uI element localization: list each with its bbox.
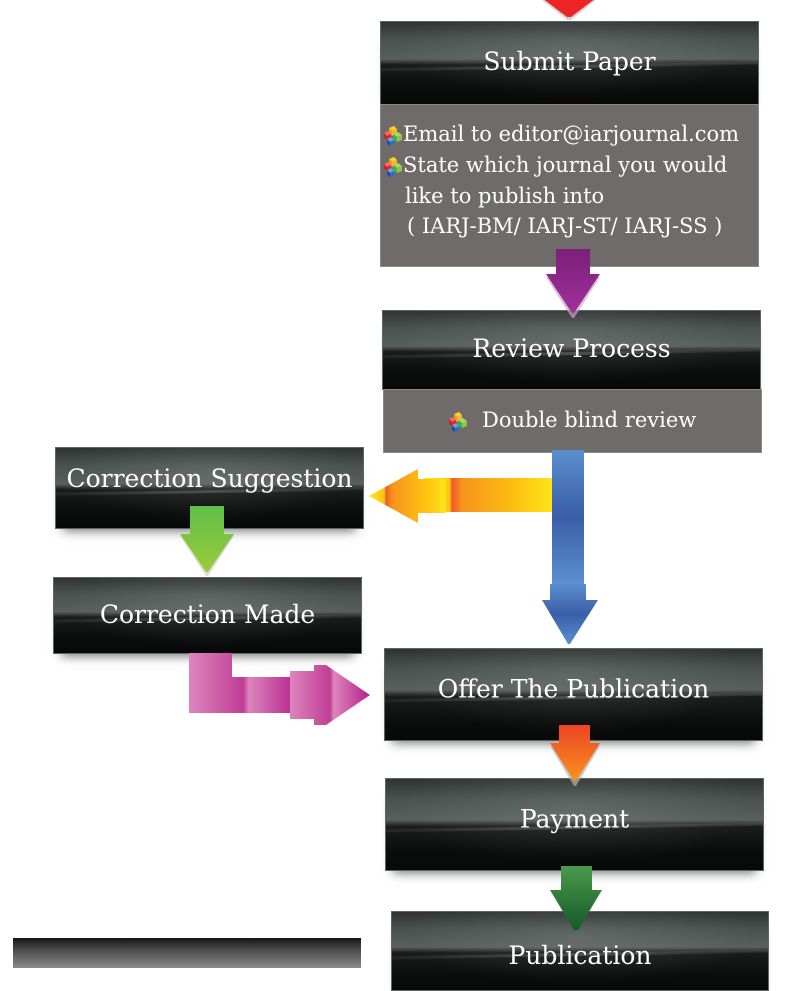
review-process-details: Double blind review	[383, 389, 762, 453]
step-payment: Payment	[385, 778, 764, 871]
arrow-review-to-correction-suggestion	[369, 469, 552, 523]
bullet-text-continued: ( IARJ-BM/ IARJ-ST/ IARJ-SS )	[407, 214, 723, 238]
step-correction-made: Correction Made	[53, 577, 362, 654]
arrow-review-to-offer	[542, 450, 598, 644]
bullet-text: Double blind review	[482, 408, 697, 432]
step-title: Submit Paper	[483, 46, 656, 76]
step-title: Correction Made	[99, 599, 316, 629]
bullet-item: Double blind review	[448, 408, 696, 432]
submit-paper-details: Email to editor@iarjournal.com State whi…	[380, 104, 759, 267]
arrow-into-submit	[542, 0, 596, 20]
bullet-text: Email to editor@iarjournal.com	[403, 122, 740, 146]
bullet-text-continued: like to publish into	[405, 184, 605, 208]
bullet-item: State which journal you would	[383, 153, 727, 177]
step-review-process: Review Process	[382, 310, 761, 390]
arrow-submit-to-review	[546, 249, 600, 318]
step-title: Correction Suggestion	[66, 464, 353, 494]
bullet-item: Email to editor@iarjournal.com	[383, 122, 739, 146]
step-correction-suggestion: Correction Suggestion	[55, 447, 364, 529]
colored-cubes-icon	[383, 157, 403, 177]
arrow-offer-to-payment	[550, 725, 600, 786]
arrow-suggestion-to-made	[180, 506, 234, 576]
step-title: Review Process	[472, 333, 671, 363]
colored-cubes-icon	[448, 412, 468, 432]
partial-step-box	[13, 938, 361, 968]
step-title: Publication	[508, 941, 652, 970]
colored-cubes-icon	[383, 126, 403, 146]
step-offer-publication: Offer The Publication	[384, 648, 763, 741]
step-title: Offer The Publication	[437, 674, 710, 704]
arrow-payment-to-publication	[550, 866, 602, 930]
step-title: Payment	[519, 804, 630, 834]
bullet-text: State which journal you would	[403, 153, 728, 177]
arrow-correction-made-to-offer	[189, 653, 370, 725]
step-submit-paper: Submit Paper	[380, 21, 759, 105]
